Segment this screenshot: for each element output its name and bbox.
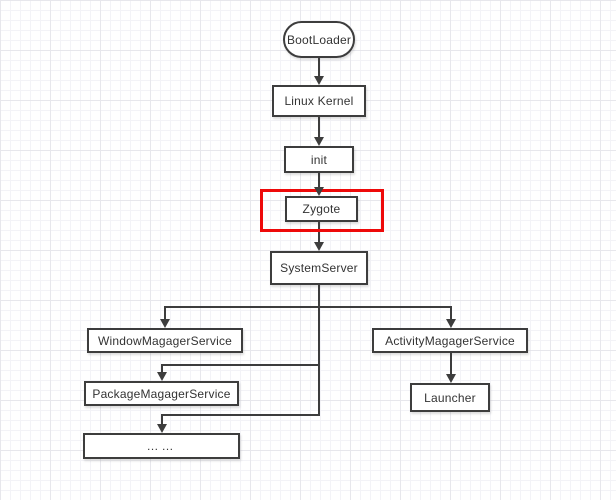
connector-systemserver-trunk (318, 285, 320, 416)
connector-init-zygote (318, 173, 320, 188)
connector-to-packagemagagerservice-horizontal (161, 364, 320, 366)
arrowhead-icon (314, 137, 324, 146)
connector-branch-horizontal (164, 306, 452, 308)
arrowhead-icon (314, 242, 324, 251)
node-init-label: init (310, 152, 328, 167)
node-bootloader: BootLoader (283, 21, 355, 58)
node-zygote-label: Zygote (302, 202, 341, 216)
node-linux-kernel-label: Linux Kernel (284, 94, 354, 108)
node-systemserver-label: SystemServer (280, 261, 358, 275)
node-linux-kernel: Linux Kernel (272, 85, 366, 117)
connector-activitymagagerservice-launcher (450, 353, 452, 375)
node-windowmagagerservice-label: WindowMagagerService (97, 333, 233, 348)
node-ellipsis-label: …… (146, 439, 177, 453)
node-systemserver: SystemServer (270, 251, 368, 285)
node-windowmagagerservice: WindowMagagerService (87, 328, 243, 353)
node-activitymagagerservice: ActivityMagagerService (372, 328, 528, 353)
arrowhead-icon (160, 319, 170, 328)
node-activitymagagerservice-label: ActivityMagagerService (385, 333, 515, 348)
connector-zygote-systemserver (318, 222, 320, 243)
connector-to-ellipsis (161, 414, 163, 425)
node-bootloader-label: BootLoader (286, 32, 352, 47)
node-ellipsis: …… (83, 433, 240, 459)
arrowhead-icon (157, 424, 167, 433)
connector-linuxkernel-init (318, 117, 320, 138)
arrowhead-icon (446, 374, 456, 383)
connector-to-ellipsis-horizontal (161, 414, 320, 416)
node-launcher: Launcher (410, 383, 490, 412)
node-init: init (284, 146, 354, 173)
connector-to-windowmagagerservice (164, 306, 166, 320)
node-packagemagagerservice-label: PackageMagagerService (92, 386, 231, 401)
connector-bootloader-linuxkernel (318, 58, 320, 77)
connector-to-activitymagagerservice (450, 306, 452, 320)
arrowhead-icon (314, 76, 324, 85)
node-zygote: Zygote (285, 196, 358, 222)
node-launcher-label: Launcher (424, 390, 476, 405)
arrowhead-icon (446, 319, 456, 328)
arrowhead-icon (314, 187, 324, 196)
node-packagemagagerservice: PackageMagagerService (84, 381, 239, 406)
arrowhead-icon (157, 372, 167, 381)
connector-to-packagemagagerservice (161, 364, 163, 373)
